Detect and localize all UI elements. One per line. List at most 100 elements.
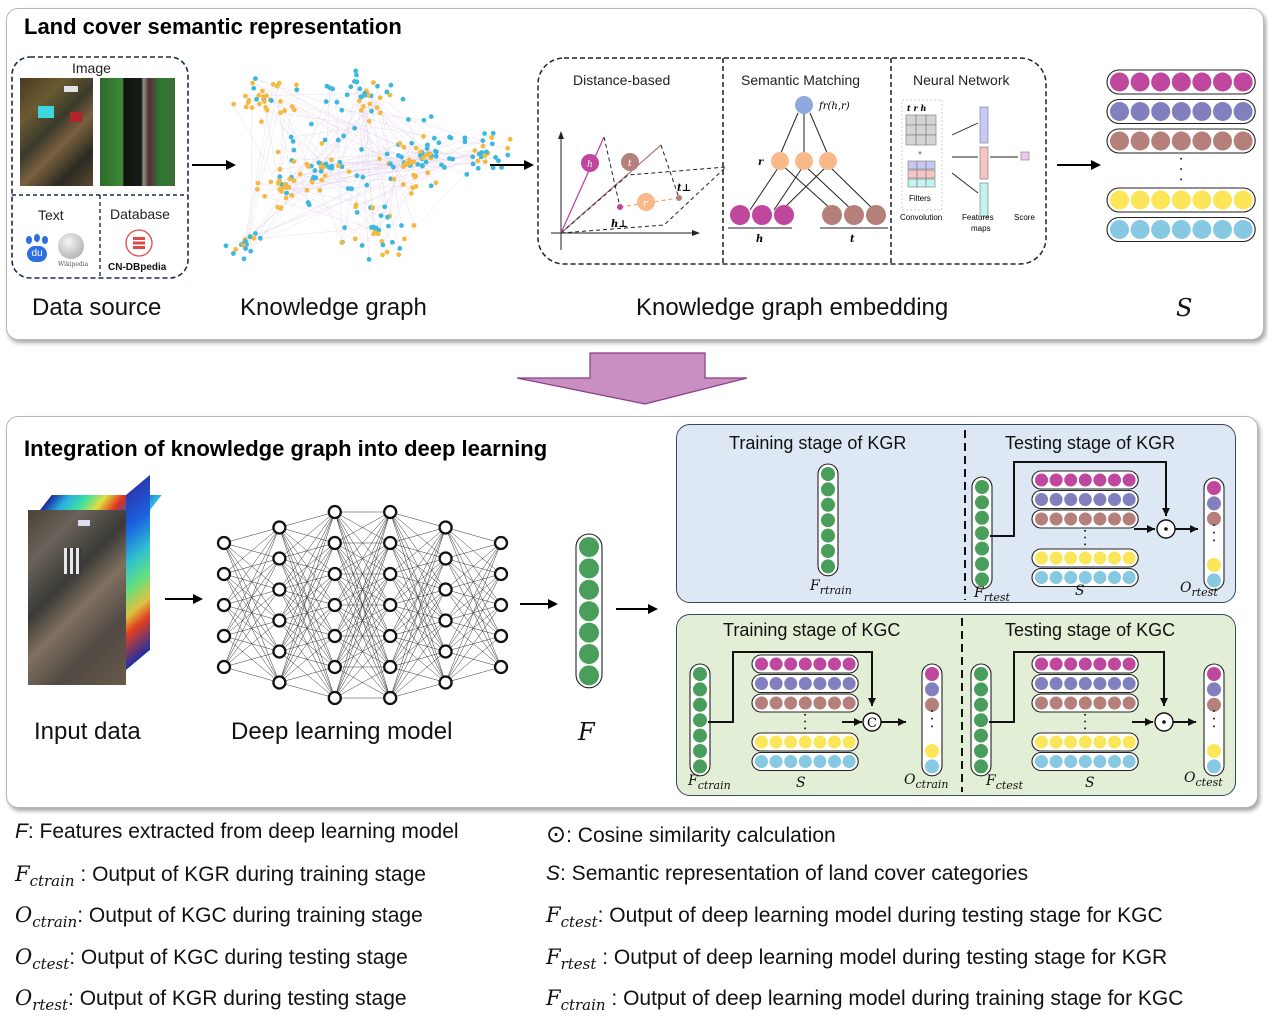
network-neuron xyxy=(383,504,398,520)
semantic-matching-diagram: fr(h,r) r h t xyxy=(728,96,888,245)
semantic-dot xyxy=(755,735,768,749)
f-caption: F xyxy=(578,718,595,746)
legend-text: : Features extracted from deep learning … xyxy=(27,820,459,843)
semantic-dot xyxy=(1078,735,1092,749)
arrow-head xyxy=(1145,718,1153,726)
semantic-dot xyxy=(1049,657,1063,671)
knowledge-graph-node xyxy=(348,84,354,90)
semantic-dot xyxy=(813,657,827,671)
semantic-dot xyxy=(828,696,841,710)
semantic-dot xyxy=(1130,102,1150,121)
knowledge-graph-node xyxy=(243,93,248,99)
vector-dot xyxy=(579,558,599,579)
network-neuron xyxy=(272,520,287,535)
network-neuron xyxy=(272,675,287,690)
bottom-panel-title: Integration of knowledge graph into deep… xyxy=(24,436,548,461)
semantic-dot xyxy=(1122,696,1136,710)
network-neuron xyxy=(383,690,398,706)
vector-dot xyxy=(1207,481,1221,495)
semantic-dot xyxy=(1049,493,1063,506)
vector-dot xyxy=(925,744,939,758)
knowledge-graph-node xyxy=(278,99,283,104)
semantic-dot xyxy=(1171,220,1191,239)
h-perp-label: h⊥ xyxy=(611,219,628,230)
knowledge-graph-node xyxy=(261,99,267,105)
legend-text: : Output of KGR during training stage xyxy=(74,862,426,886)
knowledge-graph-node xyxy=(375,83,380,89)
semantic-dot xyxy=(1093,551,1107,565)
knowledge-graph-node xyxy=(253,231,258,236)
vector-dot xyxy=(821,467,835,481)
satellite-image-1 xyxy=(20,78,93,186)
knowledge-graph-node xyxy=(339,240,345,246)
f-ctrain-label: Fctrain xyxy=(688,773,731,792)
legend-item: F: Features extracted from deep learning… xyxy=(15,820,459,844)
semantic-dot xyxy=(769,755,783,768)
semantic-dot xyxy=(1122,512,1136,526)
knowledge-graph-node xyxy=(427,151,433,157)
ellipsis-dot xyxy=(1084,720,1087,723)
knowledge-graph-node xyxy=(389,239,395,245)
ellipsis-dot xyxy=(1180,178,1183,181)
knowledge-graph-node xyxy=(223,243,229,249)
knowledge-graph-node xyxy=(305,164,311,169)
vector-dot xyxy=(974,713,988,728)
semantic-dot xyxy=(1108,755,1121,768)
semantic-dot xyxy=(1110,131,1129,151)
knowledge-graph-node xyxy=(341,133,347,139)
network-neuron xyxy=(272,644,287,659)
kgr-test-title: Testing stage of KGR xyxy=(1005,433,1176,453)
knowledge-graph-node xyxy=(339,107,345,113)
knowledge-graph-node xyxy=(384,249,390,255)
semantic-dot xyxy=(1078,473,1092,487)
model-caption: Deep learning model xyxy=(231,718,453,745)
network-neuron xyxy=(327,690,342,706)
semantic-dot xyxy=(1110,102,1129,121)
vector-dot xyxy=(693,682,707,697)
knowledge-graph-node xyxy=(354,79,360,85)
semantic-dot xyxy=(1064,473,1078,487)
semantic-dot xyxy=(1064,493,1078,506)
vector-dot xyxy=(925,667,939,681)
arrow-to-knowledge-graph xyxy=(192,160,236,170)
legend-symbol: Frtest xyxy=(546,944,597,973)
flow-line xyxy=(708,651,873,723)
ellipsis-dot xyxy=(1180,168,1183,171)
knowledge-graph-node xyxy=(421,117,427,123)
knowledge-graph-node xyxy=(318,168,324,174)
knowledge-graph-node xyxy=(359,107,364,113)
network-neuron xyxy=(493,628,509,644)
vector-dot xyxy=(975,526,989,541)
wikipedia-icon xyxy=(58,233,84,259)
semantic-dot xyxy=(1171,102,1191,121)
semantic-dot xyxy=(1122,735,1136,749)
top-panel xyxy=(6,8,1264,340)
f-rtrain-label: Frtrain xyxy=(810,578,852,597)
knowledge-graph-node xyxy=(420,155,426,161)
ellipsis-dot xyxy=(1213,523,1215,526)
vector-dot xyxy=(693,713,707,728)
legend-symbol: Fctest xyxy=(546,903,598,932)
semantic-dot xyxy=(1192,131,1212,151)
knowledge-graph-node xyxy=(397,141,403,146)
semantic-dot xyxy=(828,735,841,749)
legend-item: Octrain: Output of KGC during training s… xyxy=(15,903,423,931)
legend-item: Octest: Output of KGC during testing sta… xyxy=(15,945,408,973)
knowledge-graph-node xyxy=(493,155,498,160)
kgr-s-label: S xyxy=(1075,583,1085,599)
arrow-to-model xyxy=(165,594,203,604)
knowledge-graph-node xyxy=(251,235,257,241)
semantic-dot xyxy=(1130,220,1150,239)
semantic-dot xyxy=(828,657,841,671)
knowledge-graph-node xyxy=(450,156,456,162)
network-neuron xyxy=(272,551,287,566)
knowledge-graph-node xyxy=(288,192,294,198)
legend-symbol: Octrain xyxy=(15,903,78,932)
semantic-dot xyxy=(1108,696,1121,710)
ellipsis-dot xyxy=(804,720,807,723)
knowledge-graph-node xyxy=(377,95,383,101)
semantic-dot xyxy=(1192,190,1212,210)
knowledge-graph-node xyxy=(490,165,496,171)
knowledge-graph xyxy=(223,68,513,262)
knowledge-graph-node xyxy=(364,182,370,188)
